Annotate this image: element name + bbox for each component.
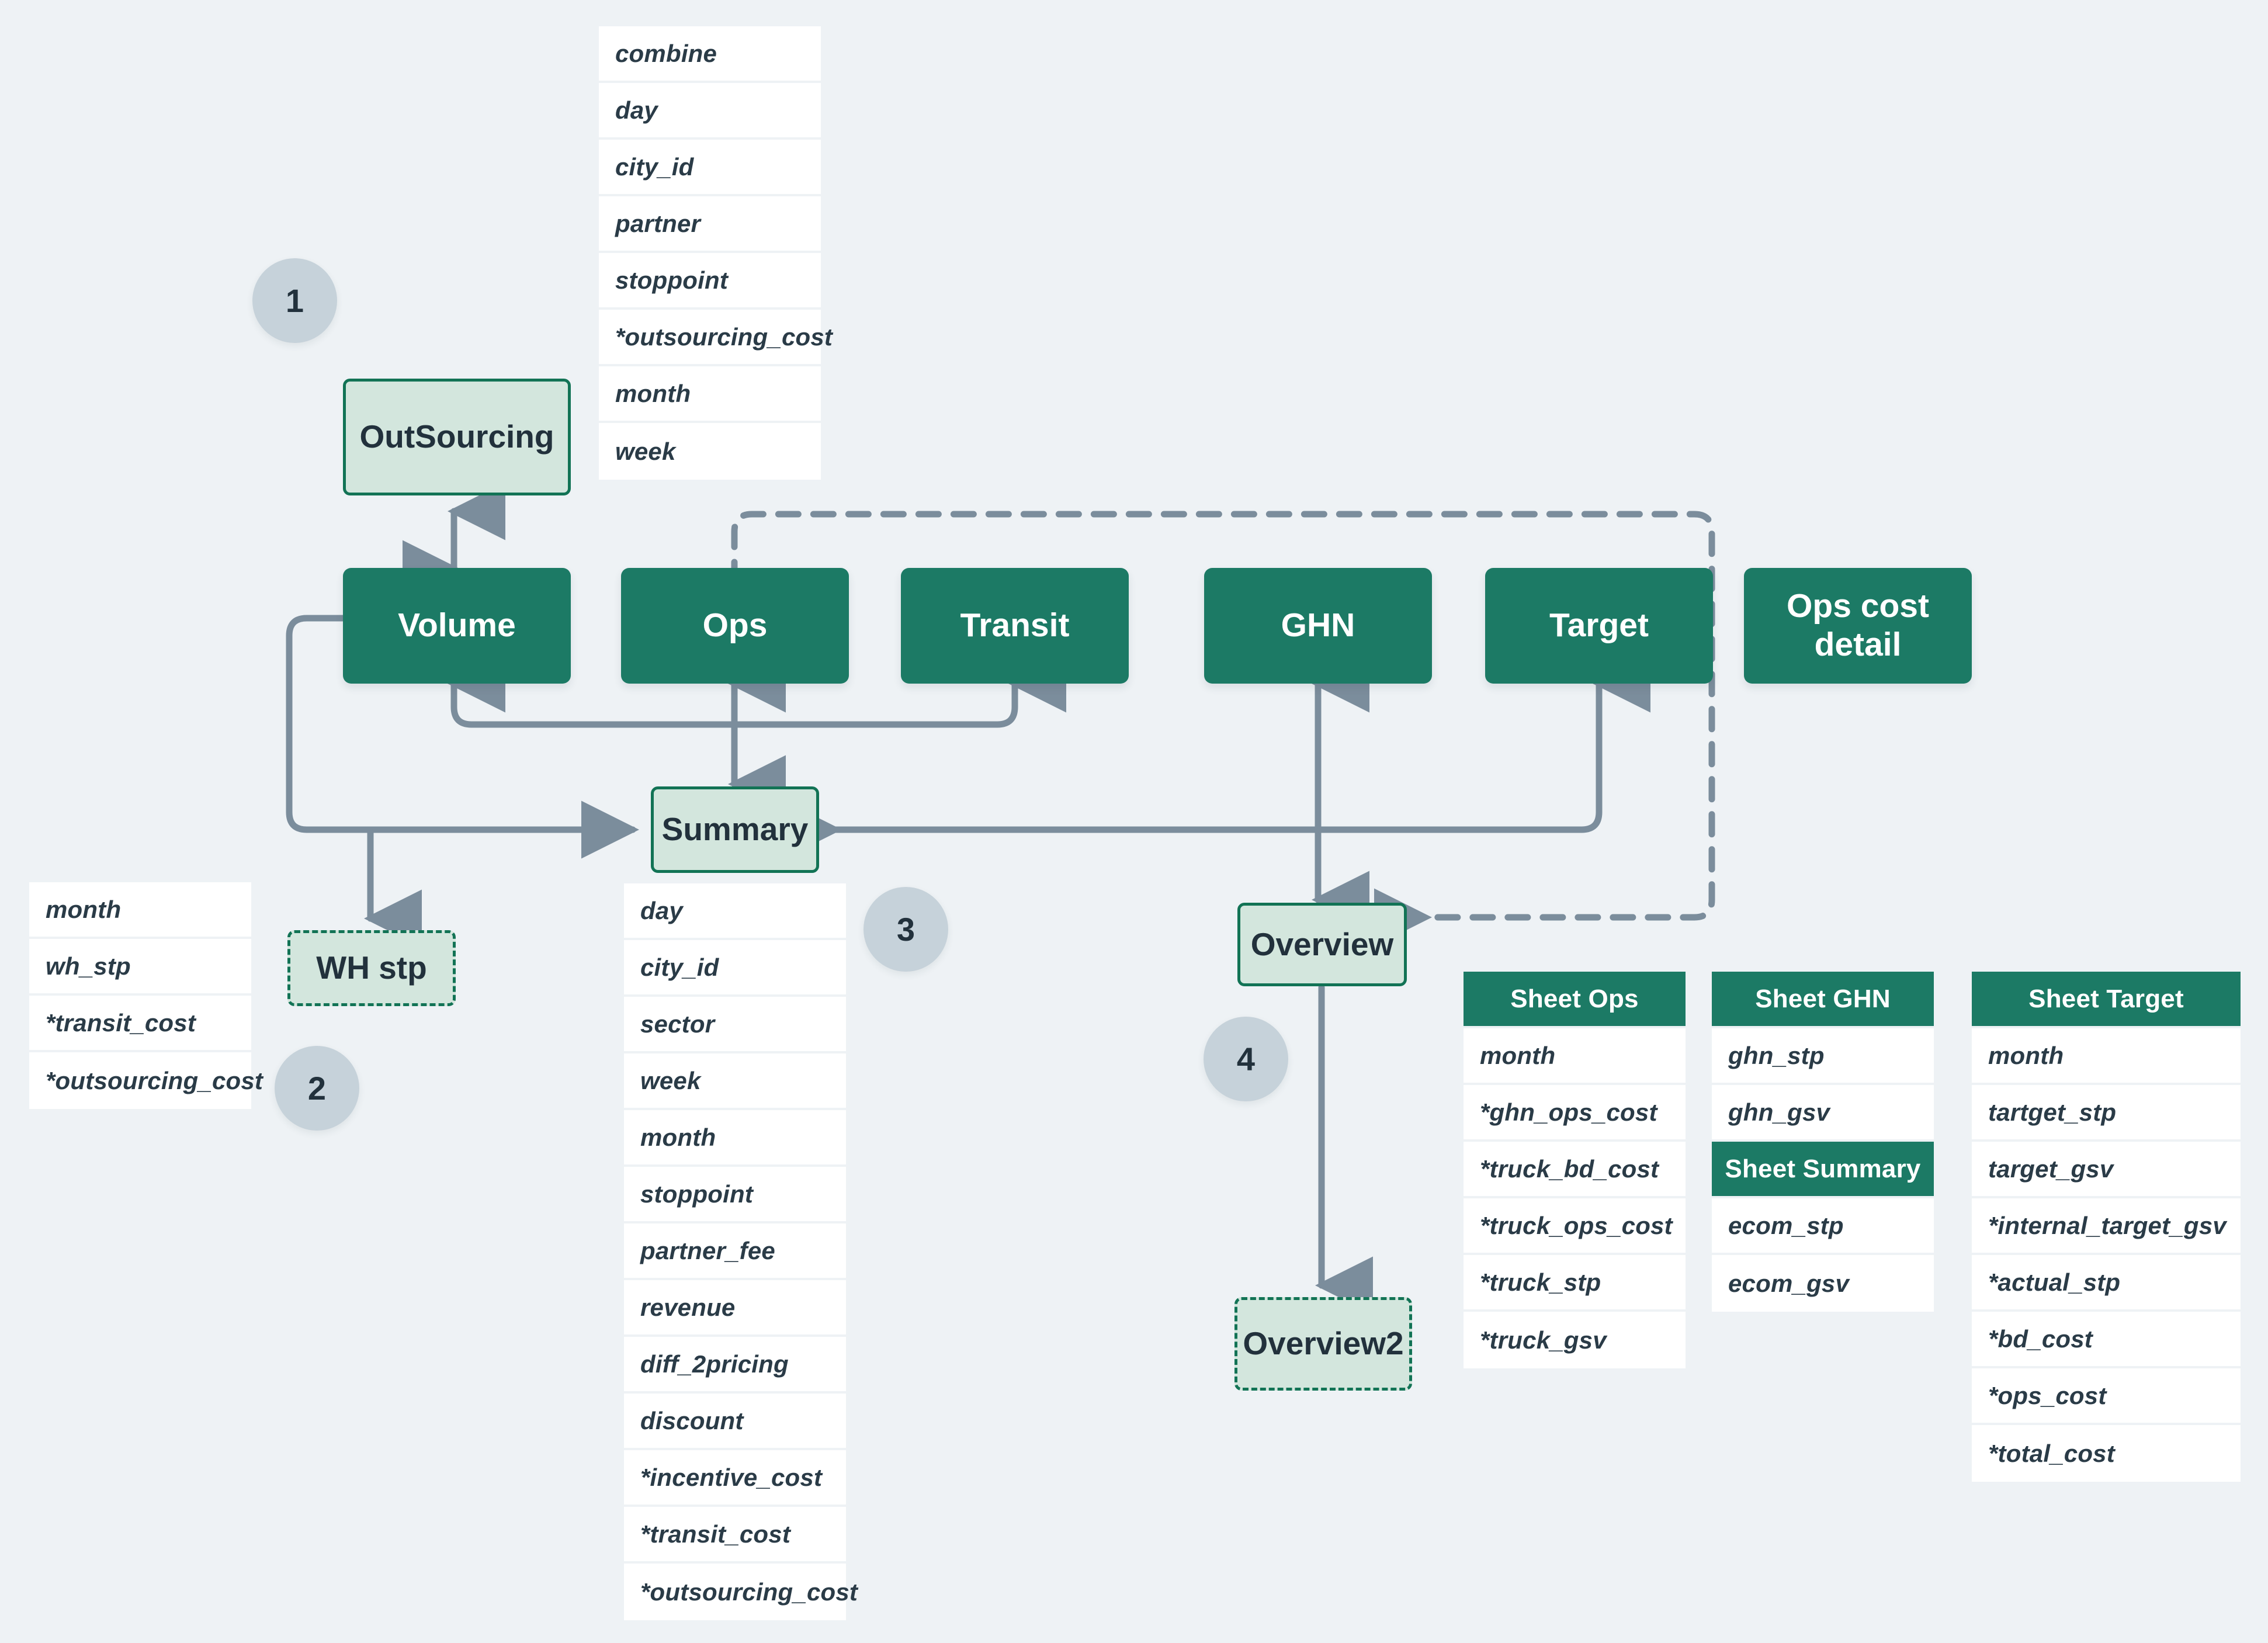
field-row: ecom_stp xyxy=(1712,1198,1934,1255)
node-overview2[interactable]: Overview2 xyxy=(1234,1297,1412,1391)
badge-3: 3 xyxy=(863,887,948,972)
field-row: week xyxy=(599,423,821,480)
sheet-target-header: Sheet Target xyxy=(1972,972,2241,1028)
badge-4: 4 xyxy=(1204,1017,1288,1101)
field-row: *total_cost xyxy=(1972,1425,2241,1482)
field-row: target_gsv xyxy=(1972,1142,2241,1198)
field-row: *truck_gsv xyxy=(1464,1312,1686,1368)
node-ops-cost-detail[interactable]: Ops cost detail xyxy=(1744,568,1972,684)
field-list-sheet-ghn: Sheet GHN ghn_stp ghn_gsv Sheet Summary … xyxy=(1712,972,1934,1312)
field-row: *transit_cost xyxy=(29,996,251,1052)
field-row: month xyxy=(624,1110,846,1167)
field-row: city_id xyxy=(624,940,846,997)
field-row: partner xyxy=(599,196,821,253)
node-overview[interactable]: Overview xyxy=(1237,903,1407,986)
field-row: day xyxy=(624,883,846,940)
field-row: *truck_stp xyxy=(1464,1255,1686,1312)
wire-transit-stub xyxy=(732,654,1066,728)
field-row: month xyxy=(1464,1028,1686,1085)
field-row: month xyxy=(599,366,821,423)
field-row: day xyxy=(599,83,821,140)
field-row: partner_fee xyxy=(624,1223,846,1280)
field-row: *truck_bd_cost xyxy=(1464,1142,1686,1198)
node-volume[interactable]: Volume xyxy=(343,568,571,684)
field-row: ghn_stp xyxy=(1712,1028,1934,1085)
sheet-ops-header: Sheet Ops xyxy=(1464,972,1686,1028)
node-transit[interactable]: Transit xyxy=(901,568,1129,684)
field-row: city_id xyxy=(599,140,821,196)
field-row: stoppoint xyxy=(599,253,821,310)
field-list-wh-stp: month wh_stp *transit_cost *outsourcing_… xyxy=(29,882,263,1109)
node-target[interactable]: Target xyxy=(1485,568,1713,684)
sheet-summary-header: Sheet Summary xyxy=(1712,1142,1934,1198)
field-list-summary: day city_id sector week month stoppoint … xyxy=(624,883,858,1620)
field-row: discount xyxy=(624,1394,846,1450)
field-row: *outsourcing_cost xyxy=(599,310,833,366)
badge-2: 2 xyxy=(275,1046,359,1131)
field-row: month xyxy=(29,882,251,939)
field-row: diff_2pricing xyxy=(624,1337,846,1394)
field-row: *truck_ops_cost xyxy=(1464,1198,1686,1255)
field-row: combine xyxy=(599,26,821,83)
node-summary[interactable]: Summary xyxy=(651,786,819,873)
field-row: ghn_gsv xyxy=(1712,1085,1934,1142)
field-row: tartget_stp xyxy=(1972,1085,2241,1142)
field-list-sheet-target: Sheet Target month tartget_stp target_gs… xyxy=(1972,972,2241,1482)
field-list-outsourcing: combine day city_id partner stoppoint *o… xyxy=(599,26,833,480)
field-row: stoppoint xyxy=(624,1167,846,1223)
field-row: *actual_stp xyxy=(1972,1255,2241,1312)
badge-1: 1 xyxy=(252,258,337,343)
node-ops[interactable]: Ops xyxy=(621,568,849,684)
field-row: *incentive_cost xyxy=(624,1450,846,1507)
node-ghn[interactable]: GHN xyxy=(1204,568,1432,684)
field-row: *bd_cost xyxy=(1972,1312,2241,1368)
node-wh-stp[interactable]: WH stp xyxy=(287,930,456,1006)
field-row: *transit_cost xyxy=(624,1507,846,1564)
field-row: *ghn_ops_cost xyxy=(1464,1085,1686,1142)
field-row: *outsourcing_cost xyxy=(29,1052,263,1109)
field-row: sector xyxy=(624,997,846,1053)
field-row: week xyxy=(624,1053,846,1110)
wire-target-to-bus xyxy=(1317,654,1650,833)
field-row: *ops_cost xyxy=(1972,1368,2241,1425)
field-row: revenue xyxy=(624,1280,846,1337)
field-row: month xyxy=(1972,1028,2241,1085)
sheet-ghn-header: Sheet GHN xyxy=(1712,972,1934,1028)
field-row: *internal_target_gsv xyxy=(1972,1198,2241,1255)
node-outsourcing[interactable]: OutSourcing xyxy=(343,379,571,495)
wire-volume-stub xyxy=(448,654,737,728)
field-row: wh_stp xyxy=(29,939,251,996)
field-list-sheet-ops: Sheet Ops month *ghn_ops_cost *truck_bd_… xyxy=(1464,972,1686,1368)
field-row: ecom_gsv xyxy=(1712,1255,1934,1312)
field-row: *outsourcing_cost xyxy=(624,1564,858,1620)
